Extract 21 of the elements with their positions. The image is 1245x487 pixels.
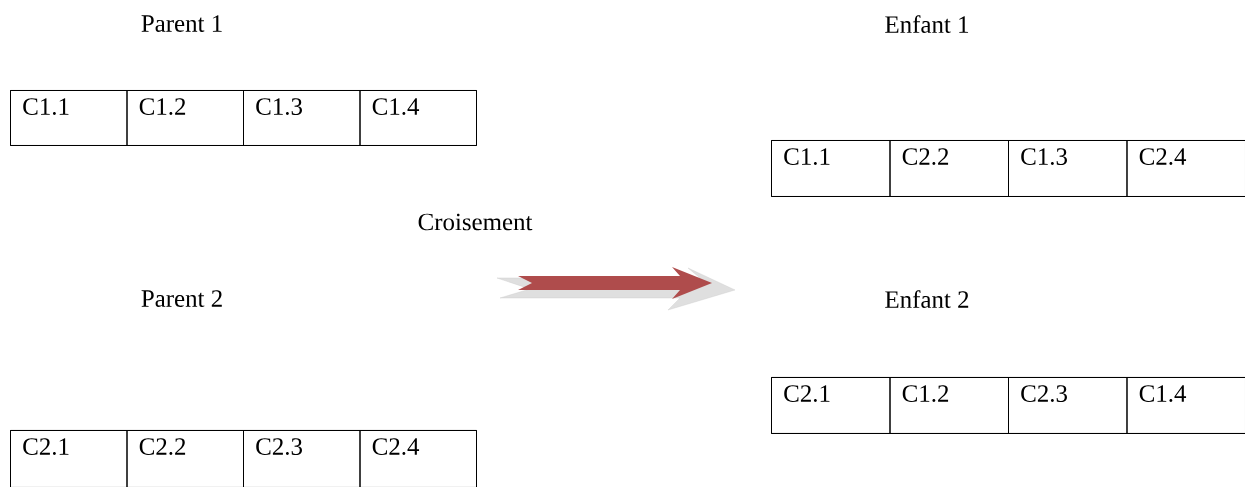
table-cell: C1.2: [889, 377, 1009, 434]
table-cell: C1.2: [126, 90, 244, 146]
table-cell: C2.4: [1126, 140, 1245, 197]
table-cell: C1.1: [10, 90, 128, 146]
table-cell: C1.4: [359, 90, 477, 146]
table-cell: C1.3: [1008, 140, 1128, 197]
table-cell: C2.3: [243, 430, 361, 487]
table-cell: C2.3: [1008, 377, 1128, 434]
table-cell: C2.2: [889, 140, 1009, 197]
table-cell: C2.2: [126, 430, 244, 487]
arrow-label: Croisement: [418, 213, 533, 231]
node-label: Enfant 2: [885, 290, 969, 308]
node-label: Parent 1: [141, 15, 222, 32]
table-cell: C1.3: [243, 90, 361, 146]
table-cell: C2.1: [771, 377, 891, 434]
node-label: Enfant 1: [885, 15, 969, 33]
table-cell: C2.1: [10, 430, 128, 487]
table-cell: C1.4: [1126, 377, 1245, 434]
node-label: Parent 2: [141, 290, 222, 307]
table-cell: C2.4: [359, 430, 477, 487]
table-cell: C1.1: [771, 140, 891, 197]
